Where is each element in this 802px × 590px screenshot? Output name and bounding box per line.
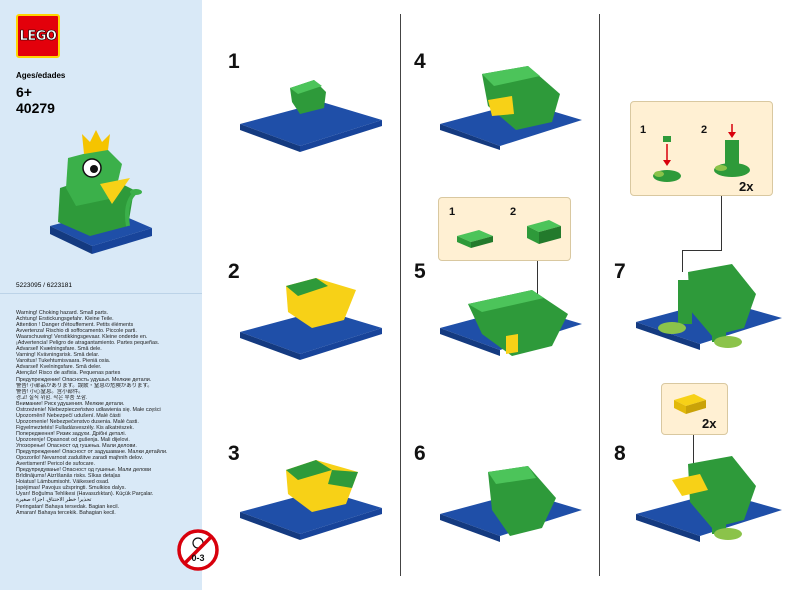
warning-line: Achtung! Erstickungsgefahr. Kleine Teile… <box>16 316 114 323</box>
step-5-illustration <box>440 290 582 356</box>
choking-warnings: Warning! Choking hazard. Small parts. Ac… <box>16 310 196 516</box>
warning-line: Advarsel! Kvelningsfare. Små deler. <box>16 364 102 371</box>
sub-step-number: 1 <box>640 124 647 136</box>
warning-line: Attention ! Danger d'étouffement. Petits… <box>16 322 134 329</box>
warning-line: Uyarı! Boğulma Tehlikesi (Havasızlıktan)… <box>16 491 154 498</box>
plant-stem-assembled-icon <box>714 124 750 177</box>
warning-line: Avvertenza! Rischio di soffocamento. Pic… <box>16 328 137 335</box>
callout-arrow <box>682 250 722 251</box>
warning-line: Amaran! Bahaya tercekik. Bahagian kecil. <box>16 509 116 516</box>
callout-arrow <box>537 261 538 306</box>
warning-line: Upozornenie! Nebezpečenstvo dusenia. Mal… <box>16 418 139 425</box>
step-8-parts-callout: 2x <box>661 383 728 435</box>
step-1-illustration <box>240 80 382 152</box>
lego-logo-text: LEGO <box>19 28 57 44</box>
warning-line: Warning! Choking hazard. Small parts. <box>16 310 109 316</box>
step-7-illustration <box>636 264 782 350</box>
step-6-illustration <box>440 466 582 542</box>
step-number: 3 <box>228 442 240 465</box>
warning-line: Figyelmeztetés! Fulladásveszély. Kis alk… <box>16 424 134 431</box>
age-warning-icon: 0-3 <box>177 529 219 571</box>
brick-1x2-green-icon <box>457 230 493 248</box>
warning-line: 경고! 질식 위험. 작은 부품 포함. <box>16 394 88 401</box>
warning-line: Varoitus! Tukehtumisvaara. Pieniä osia. <box>16 358 111 365</box>
warning-line: 警告! 小心窒息。含小部件。 <box>16 388 84 395</box>
warning-line: ¡Advertencia! Peligro de atragantamiento… <box>16 340 160 347</box>
warning-line: Advarsel! Kvælningsfare. Små dele. <box>16 346 102 353</box>
warning-line: Opozorilo! Nevarnost zadušitve zaradi ma… <box>16 455 143 462</box>
warning-line: Ostrzeżenie! Niebezpieczeństwo udławieni… <box>16 406 161 413</box>
callout-arrow <box>693 435 694 475</box>
step-5-parts-callout: 1 2 <box>438 197 571 261</box>
product-codes: 5223095 / 6223181 <box>16 282 73 289</box>
warning-line: Hoiatus! Lämbumisoht. Väikesed osad. <box>16 479 110 486</box>
plant-stem-part-icon <box>653 136 681 182</box>
warning-line: Varning! Kvävningsrisk. Små delar. <box>16 352 100 359</box>
step-3-illustration <box>240 460 382 540</box>
warning-line: Avertisment! Pericol de sufocare. <box>16 461 95 468</box>
step-number: 1 <box>228 50 240 73</box>
warning-line: Upozornění! Nebezpečí udušení. Malé část… <box>16 412 121 419</box>
column-divider <box>400 14 401 576</box>
step-7-parts-callout: 1 2 2x <box>630 101 773 196</box>
slope-brick-green-icon <box>527 220 561 244</box>
lego-logo: LEGO <box>16 14 60 58</box>
warning-line: Внимание! Риск удушения. Мелкие детали. <box>16 400 125 407</box>
warning-line: تحذير! خطر الاختناق. أجزاء صغيرة <box>16 497 92 504</box>
info-panel: LEGO Ages/edades 6+ 40279 5223095 / 6223… <box>0 0 202 590</box>
frog-prince-model-image <box>50 130 152 254</box>
step-2-illustration <box>240 278 382 360</box>
step-number: 6 <box>414 442 426 465</box>
step-number: 4 <box>414 50 426 73</box>
age-warning-badge-text: 0-3 <box>191 553 204 563</box>
slope-brick-yellow-icon <box>674 394 706 414</box>
quantity-label: 2x <box>702 416 717 431</box>
sub-step-number: 2 <box>701 124 708 136</box>
sub-step-number: 1 <box>449 206 456 218</box>
warning-line: Waarschuwing! Verstikkingsgevaar. Kleine… <box>16 334 148 341</box>
warning-line: Įspėjimas! Pavojus užspringti. Smulkios … <box>16 485 126 492</box>
step-number: 8 <box>614 442 626 465</box>
column-divider <box>599 14 600 576</box>
sub-step-number: 2 <box>510 206 517 218</box>
step-number: 5 <box>414 260 426 283</box>
callout-arrow <box>682 250 683 272</box>
warning-line: 警告! 小部品があります。誤飲・窒息の危険があります。 <box>16 382 153 389</box>
warning-line: Предупреждение! Опасност от задушаване. … <box>16 449 168 456</box>
warning-line: Попередження! Ризик задухи. Дрібні детал… <box>16 430 127 437</box>
age-value: 6+ <box>16 84 32 100</box>
quantity-label: 2x <box>739 179 754 194</box>
set-number: 40279 <box>16 100 55 116</box>
step-4-illustration <box>440 66 582 150</box>
ages-label: Ages/edades <box>16 71 66 80</box>
warning-line: Упозорење! Опасност од гушења. Мали дело… <box>16 443 137 450</box>
warning-line: Atenção! Risco de asfixia. Pequenas part… <box>16 370 121 377</box>
callout-arrow <box>721 196 722 251</box>
warning-line: Предупредување! Опасност од гушење. Мали… <box>16 467 151 474</box>
step-number: 7 <box>614 260 626 283</box>
step-number: 2 <box>228 260 240 283</box>
warning-line: Upozorenje! Opasnost od gušenja. Mali di… <box>16 436 130 443</box>
warning-line: Предупреждение! Опасность удушья. Мелкие… <box>16 376 152 383</box>
step-8-illustration <box>636 456 782 542</box>
warning-line: Peringatan! Bahaya tersedak. Bagian keci… <box>16 503 120 510</box>
panel-separator <box>0 293 202 294</box>
warning-line: Brīdinājums! Aizrīšanās risks. Sīkas det… <box>16 473 121 480</box>
